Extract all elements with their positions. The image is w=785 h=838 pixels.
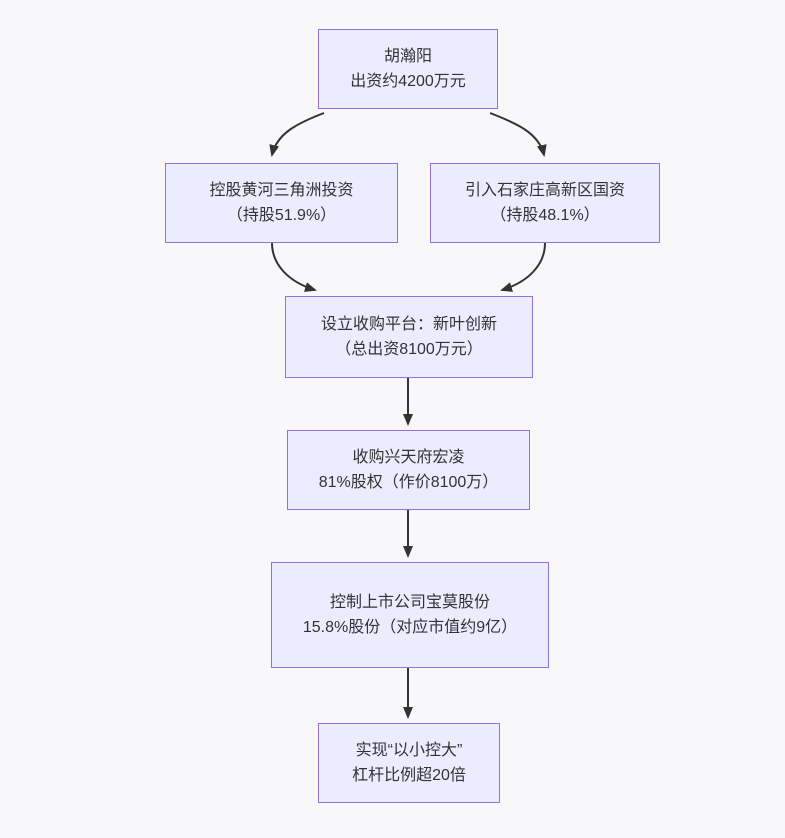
flow-node-acquire: 收购兴天府宏凌 81%股权（作价8100万） bbox=[287, 430, 530, 510]
flow-node-huanghe: 控股黄河三角洲投资 （持股51.9%） bbox=[165, 163, 398, 243]
flow-node-listco: 控制上市公司宝莫股份 15.8%股份（对应市值约9亿） bbox=[271, 562, 549, 668]
flow-node-shijiazhuang: 引入石家庄高新区国资 （持股48.1%） bbox=[430, 163, 660, 243]
flow-node-investor-label: 胡瀚阳 出资约4200万元 bbox=[350, 48, 466, 90]
flow-node-result-label: 实现“以小控大” 杠杆比例超20倍 bbox=[352, 742, 466, 784]
edge-shijiazhuang-platform bbox=[500, 242, 546, 292]
flow-node-shijiazhuang-label: 引入石家庄高新区国资 （持股48.1%） bbox=[464, 182, 625, 224]
flow-node-investor: 胡瀚阳 出资约4200万元 bbox=[318, 29, 498, 109]
flow-node-platform-label: 设立收购平台：新叶创新 （总出资8100万元） bbox=[320, 316, 497, 358]
flow-node-acquire-label: 收购兴天府宏凌 81%股权（作价8100万） bbox=[318, 449, 499, 491]
edge-huanghe-platform bbox=[271, 242, 317, 292]
edge-investor-shijiazhuang bbox=[489, 112, 547, 157]
flow-node-platform: 设立收购平台：新叶创新 （总出资8100万元） bbox=[285, 296, 533, 378]
flow-node-huanghe-label: 控股黄河三角洲投资 （持股51.9%） bbox=[209, 182, 354, 224]
flow-node-result: 实现“以小控大” 杠杆比例超20倍 bbox=[318, 723, 500, 803]
edge-investor-huanghe bbox=[269, 112, 325, 157]
flow-node-listco-label: 控制上市公司宝莫股份 15.8%股份（对应市值约9亿） bbox=[302, 594, 518, 636]
